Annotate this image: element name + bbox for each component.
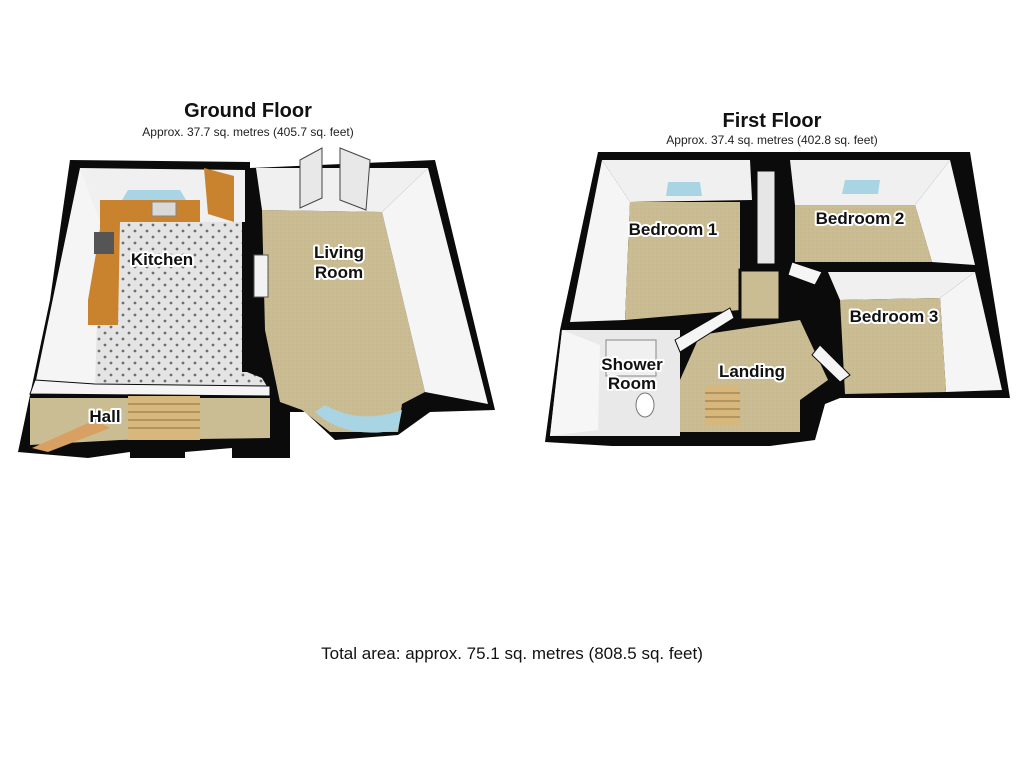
ground-floor-title: Ground Floor: [184, 100, 312, 122]
first-floor-area: Approx. 37.4 sq. metres (402.8 sq. feet): [666, 133, 878, 147]
bedroom2-door: [787, 261, 823, 286]
kitchen-left-wall-face: [35, 168, 100, 388]
cupboard-upper: [754, 168, 778, 267]
kitchen-door: [204, 168, 234, 222]
bedroom1-floor: [625, 202, 740, 320]
bedroom3-door: [811, 344, 851, 383]
bedroom1-left-wall: [570, 160, 630, 322]
living-room-label-line2: Room: [315, 263, 363, 282]
hall-stairs: [128, 396, 200, 440]
bedroom1-window: [666, 182, 702, 196]
living-room-right-wall-face: [382, 168, 488, 404]
kitchen-window: [122, 190, 186, 200]
bedroom2-window: [842, 180, 880, 194]
bedroom3-wall-face: [828, 272, 975, 300]
front-door: [32, 420, 110, 452]
first-floor-plan: [545, 152, 1010, 446]
landing-label: Landing: [719, 362, 785, 381]
first-floor-title: First Floor: [722, 110, 822, 132]
bedroom2-right-wall: [915, 160, 975, 265]
living-bay-window: [315, 405, 402, 433]
bedroom3-label: Bedroom 3: [850, 307, 939, 326]
toilet: [635, 392, 655, 418]
kitchen-floor: [80, 222, 268, 388]
bedroom3-right-wall: [940, 272, 1002, 392]
hall-label: Hall: [89, 407, 120, 426]
living-room-fireplace: [253, 254, 269, 298]
kitchen-worktop: [88, 200, 200, 325]
kitchen-living-partition: [242, 222, 252, 372]
bedroom2-label: Bedroom 2: [816, 209, 905, 228]
living-room-floor: [262, 210, 425, 432]
living-patio-door-right: [339, 147, 371, 211]
living-room-label-line1: Living: [314, 243, 364, 262]
cupboard-lower: [738, 268, 782, 322]
bedroom1-label: Bedroom 1: [629, 220, 718, 239]
bedroom1-wall-face: [602, 160, 752, 202]
kitchen-sink: [151, 201, 177, 217]
kitchen-hob: [94, 232, 114, 254]
shower-room-label-line2: Room: [608, 374, 656, 393]
shower-tray: [605, 339, 657, 377]
bedroom3-floor: [840, 298, 946, 394]
ground-floor-area: Approx. 37.7 sq. metres (405.7 sq. feet): [142, 125, 354, 139]
bedroom1-door: [674, 307, 735, 353]
kitchen-label: Kitchen: [131, 250, 193, 269]
shower-room-label-line1: Shower: [601, 355, 663, 374]
shower-room-left-wall: [550, 330, 600, 436]
ground-floor-plan: [18, 147, 495, 458]
bedroom2-floor: [795, 205, 932, 262]
hall-kitchen-wall: [29, 379, 271, 397]
living-patio-door-left: [299, 147, 323, 209]
landing-stairs: [705, 385, 740, 425]
total-area: Total area: approx. 75.1 sq. metres (808…: [321, 644, 703, 663]
